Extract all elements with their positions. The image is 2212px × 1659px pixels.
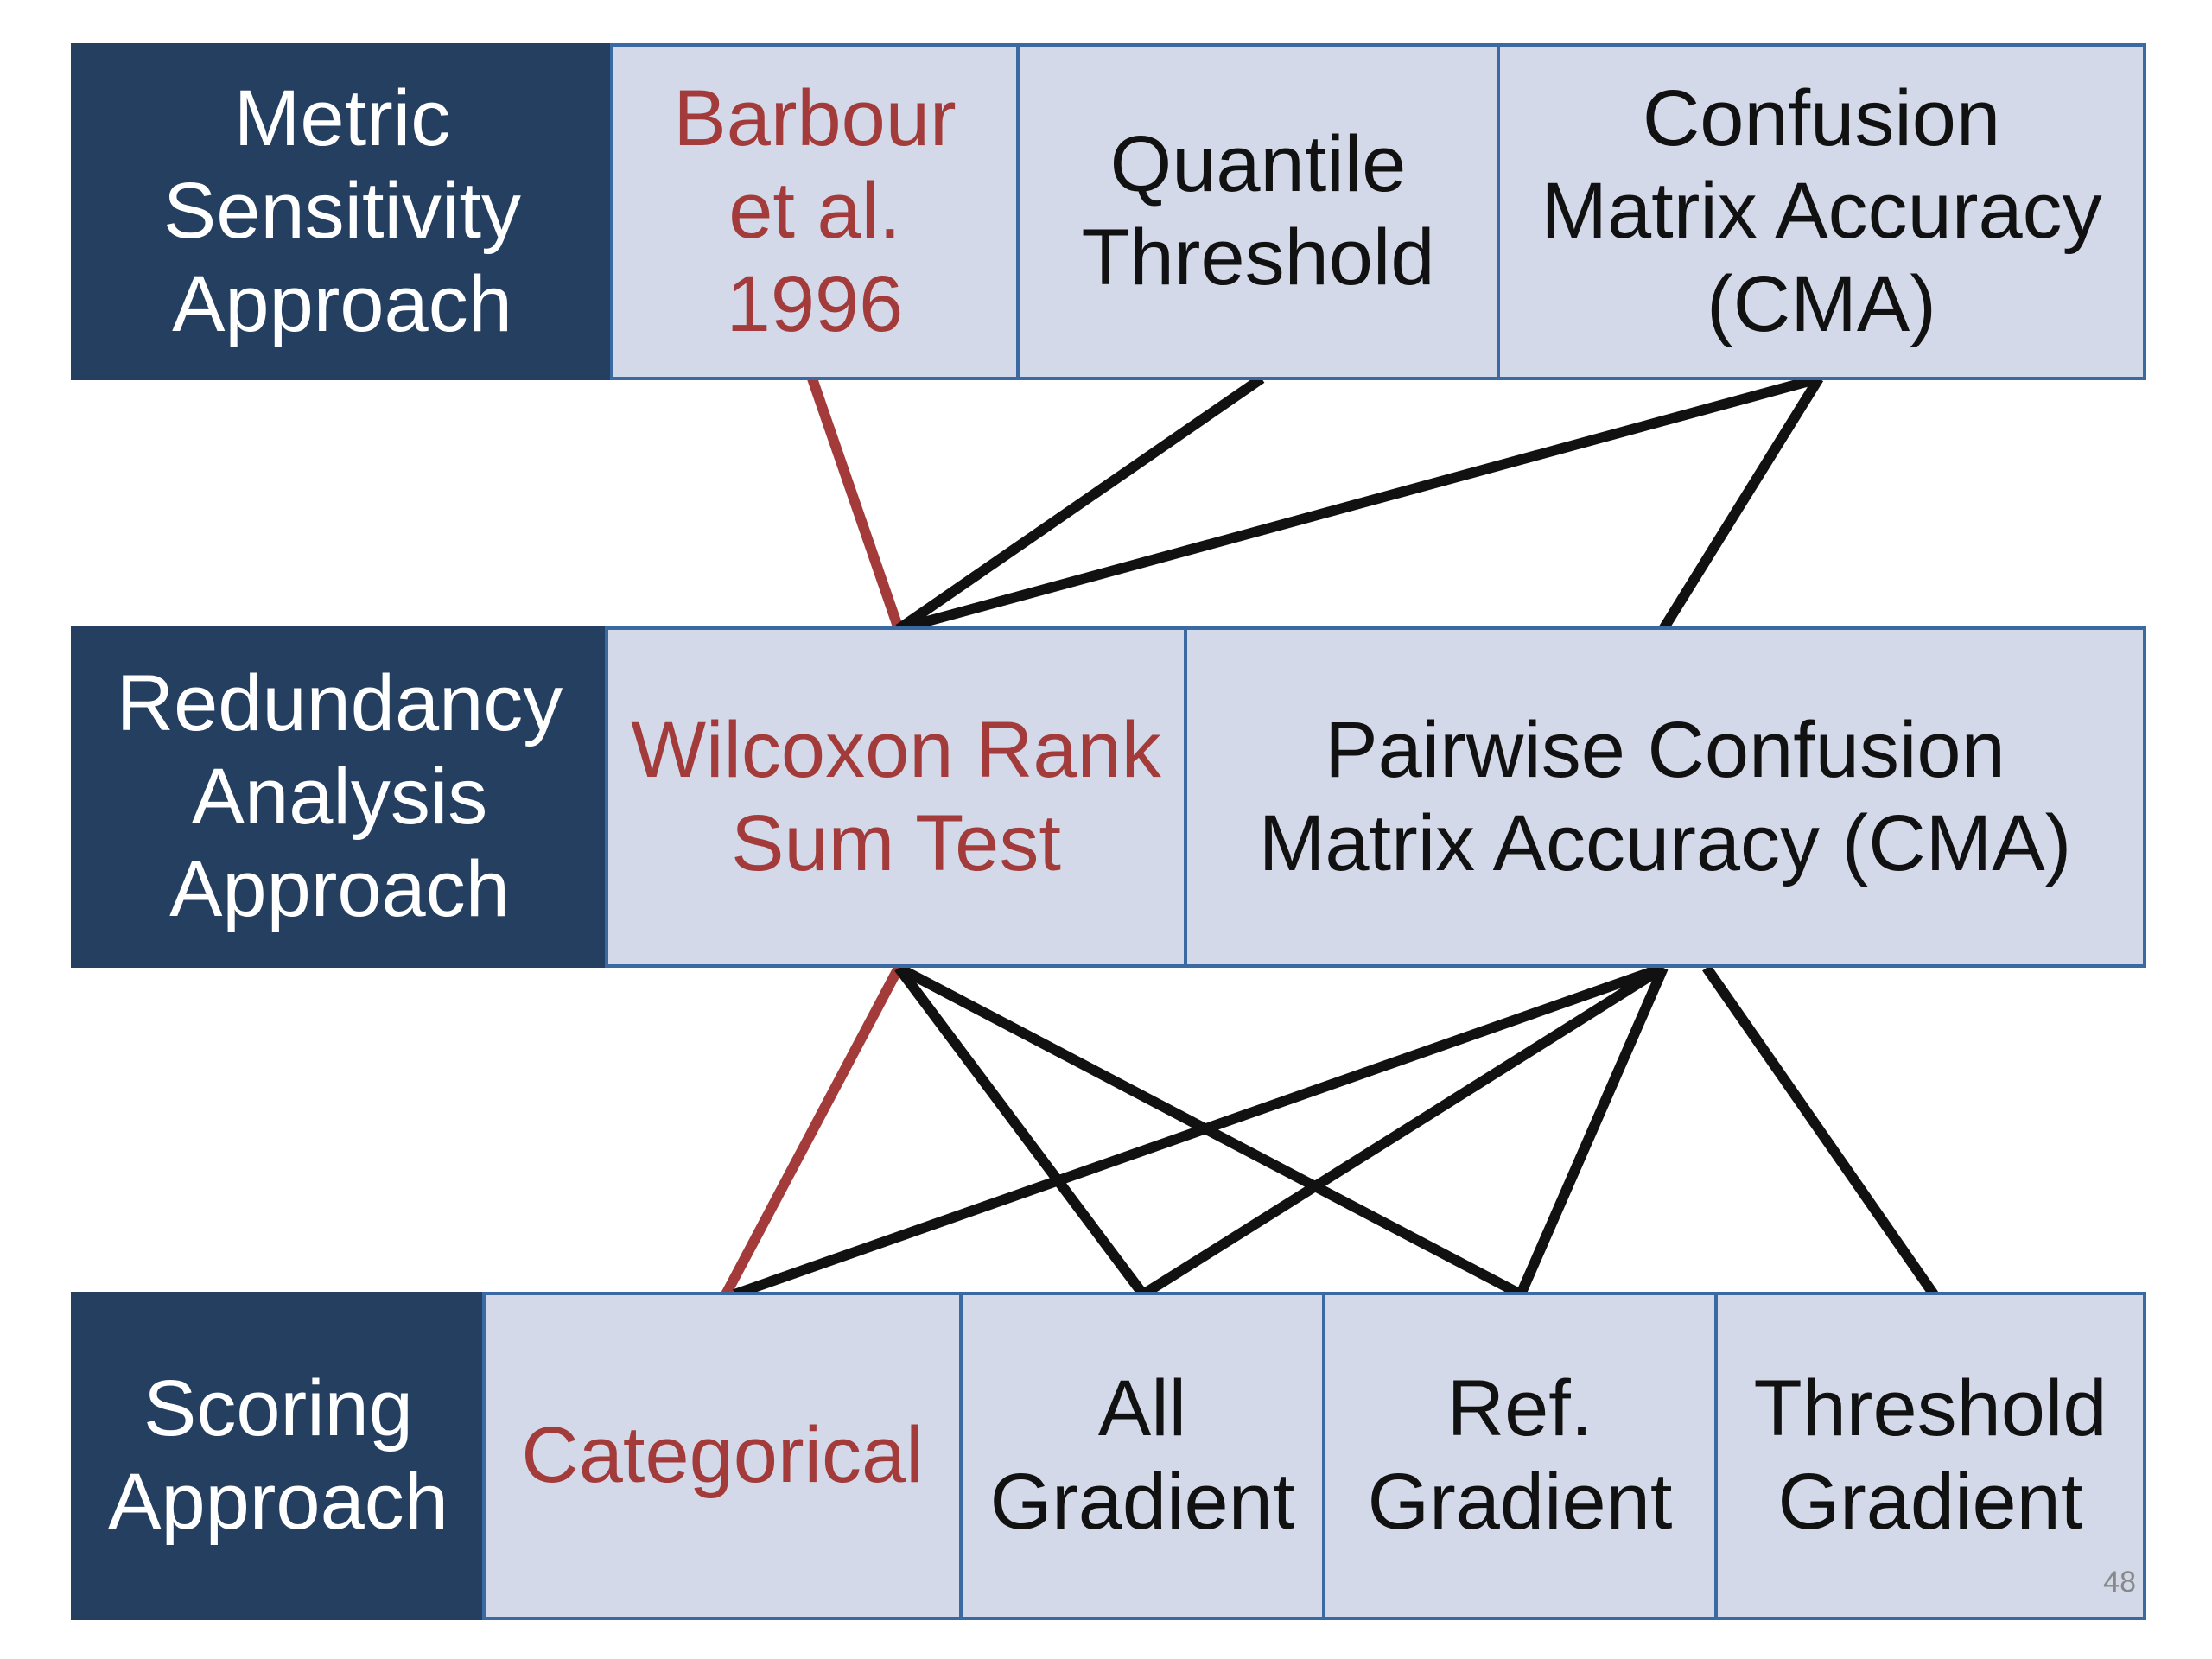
quantile-threshold-cell: Quantile Threshold [1016, 43, 1500, 380]
redundancy-analysis-header: Redundancy Analysis Approach [71, 626, 608, 968]
link-barbour-wilcoxon [807, 377, 904, 631]
page-number: 48 [2103, 1566, 2136, 1599]
link-pairwise-threshold-gradient [1702, 964, 1938, 1298]
link-quantile-wilcoxon [895, 374, 1265, 633]
link-wilcoxon-categorical [721, 965, 904, 1297]
ref-gradient-cell: Ref. Gradient [1322, 1292, 1718, 1620]
wilcoxon-cell: Wilcoxon Rank Sum Test [605, 626, 1187, 968]
all-gradient-cell: All Gradient [959, 1292, 1325, 1620]
link-pairwise-categorical [733, 963, 1665, 1300]
link-wilcoxon-all-gradient [894, 964, 1147, 1298]
threshold-gradient-cell: Threshold Gradient [1714, 1292, 2146, 1620]
link-cma-wilcoxon [897, 373, 1821, 634]
cma-cell: Confusion Matrix Accuracy (CMA) [1497, 43, 2146, 380]
barbour-cell: Barbour et al. 1996 [610, 43, 1020, 380]
scoring-header: Scoring Approach [71, 1292, 486, 1620]
pairwise-cma-cell: Pairwise Confusion Matrix Accuracy (CMA) [1184, 626, 2146, 968]
categorical-cell: Categorical [482, 1292, 963, 1620]
link-pairwise-all-gradient [1140, 963, 1667, 1300]
link-pairwise-ref-gradient [1516, 965, 1669, 1297]
link-cma-pairwise [1658, 375, 1824, 632]
metric-sensitivity-header: Metric Sensitivity Approach [71, 43, 613, 380]
